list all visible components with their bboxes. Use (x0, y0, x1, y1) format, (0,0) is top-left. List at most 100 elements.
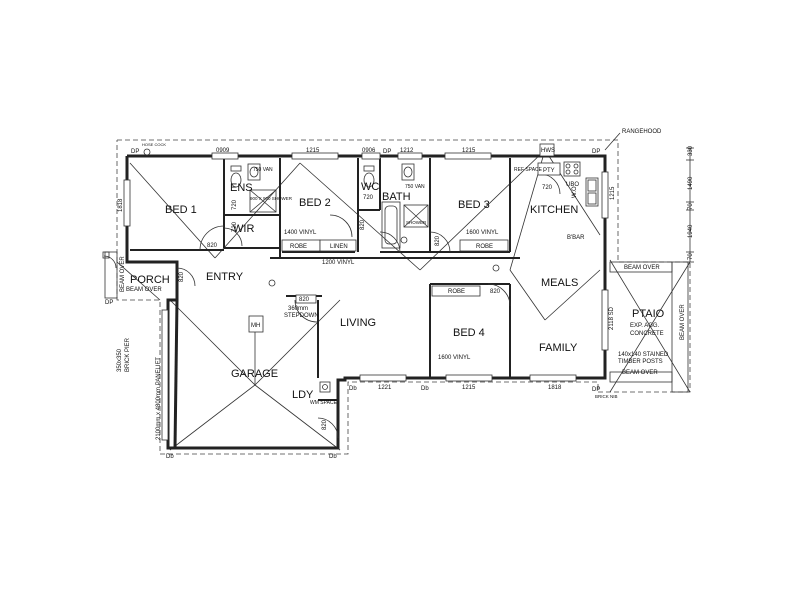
ptaio-beam-bottom (609, 371, 673, 383)
dim-330: 330 (688, 145, 694, 156)
robe-bed3-box (459, 239, 509, 252)
smoke-detector-icon (268, 236, 500, 287)
dim-1221: 1221 (378, 385, 392, 391)
beam-over-porch-1: BEAM OVER (120, 256, 126, 292)
room-label-garage: GARAGE (231, 368, 278, 380)
dim-1215-bottom: 1215 (462, 385, 476, 391)
van-bath-label: 750 VAN (405, 184, 425, 190)
stepdown-label-1: 360mm (288, 306, 308, 312)
windows (123, 152, 609, 441)
manhole-box (248, 315, 264, 333)
room-label-entry: ENTRY (206, 271, 244, 283)
downpipe-top-right: DP (592, 149, 600, 155)
wm-space-label: WM SPACE (310, 400, 338, 406)
dim-1940: 1940 (688, 224, 694, 238)
garage-inner-wall (173, 299, 179, 449)
pty-box (537, 162, 561, 176)
room-label-bed3: BED 3 (458, 199, 490, 211)
dim-1215-a: 1215 (306, 148, 320, 154)
external-walls (125, 154, 607, 450)
ptaio-posts-1: 140x140 STAINED (618, 352, 669, 358)
brick-pier (102, 251, 110, 259)
laundry-trough-icon (319, 381, 331, 393)
beam-over-porch-2: BEAM OVER (126, 287, 162, 293)
dim-0909: 0909 (216, 148, 230, 154)
dim-1818: 1818 (118, 198, 124, 212)
room-label-porch: PORCH (130, 274, 170, 286)
internal-walls (130, 158, 600, 401)
room-label-kitchen: KITCHEN (530, 204, 578, 216)
pty-label: PTY (543, 168, 555, 174)
vinyl-hall-label: 1200 VINYL (322, 260, 355, 266)
shower-ens-icon (249, 189, 277, 213)
vinyl-bed3-label: 1600 VINYL (466, 230, 499, 236)
basin-bath-icon (401, 163, 415, 181)
vinyl-bed2-label: 1400 VINYL (284, 230, 317, 236)
vinyl-bed4-label: 1600 VINYL (438, 355, 471, 361)
room-label-family: FAMILY (539, 342, 578, 354)
mh-label: MH (251, 323, 260, 329)
ptaio-beam (671, 261, 689, 393)
wo-label: W.O (572, 186, 578, 198)
downpipe-bottom-right: DP (592, 387, 600, 393)
shower-ens-label: 900 X 900 SHOWER (250, 196, 293, 201)
shower-bath-label: SHOWER (406, 220, 427, 225)
brick-pier-label-2: BRICK PIER (125, 337, 131, 372)
room-label-bed1: BED 1 (165, 204, 197, 216)
dim-70-b: 70 (688, 253, 694, 260)
dim-720-ens: 720 (232, 199, 238, 210)
downpipe-porch: DP (105, 300, 113, 306)
downpipe-bath: DP (383, 149, 391, 155)
room-label-wc: WC (361, 181, 379, 193)
porch-beam (104, 251, 118, 299)
dimension-bar-right (686, 147, 694, 263)
toilet-ens-icon (230, 165, 242, 188)
beam-over-ptaio-bottom: BEAM OVER (622, 370, 658, 376)
downpipe-top-left: DP (131, 149, 139, 155)
brick-pier-label-1: 350x350 (117, 348, 123, 372)
room-label-ens: ENS (230, 182, 253, 194)
kitchen-sink-icon (585, 177, 599, 207)
dim-820-stepdown: 820 (299, 297, 310, 303)
toilet-wc-icon (363, 165, 375, 188)
room-label-ptaio: PTAIO (632, 308, 665, 320)
dim-820-bed1: 820 (207, 243, 218, 249)
ptaio-beam-top (609, 261, 673, 273)
linen-box (319, 239, 357, 252)
rangehood-label: RANGEHOOD (622, 129, 662, 135)
linen-label: LINEN (330, 244, 348, 250)
dim-720-wir: 720 (232, 221, 238, 232)
dim-820-bed4: 820 (490, 289, 501, 295)
room-label-ldy: LDY (292, 389, 314, 401)
dim-820-ldy: 820 (322, 419, 328, 430)
bathtub-icon (381, 201, 401, 249)
room-label-bath: BATH (382, 191, 411, 203)
stepdown-box (295, 294, 317, 304)
robe-bed4-label: ROBE (448, 289, 465, 295)
dim-820-porch: 820 (179, 271, 185, 282)
dim-820-bed2: 820 (360, 219, 366, 230)
downpipe-ldy-bottom: Db (329, 454, 337, 460)
room-label-wir: WIR (233, 223, 254, 235)
stepdown-label-2: STEPDOWN (284, 313, 319, 319)
beam-over-ptaio-side: BEAM OVER (680, 304, 686, 340)
hws-label: HWS (541, 148, 555, 154)
rangehood-leader (604, 132, 621, 151)
dim-820-bath: 820 (435, 235, 441, 246)
dim-2118-sd: 2118 SD (609, 306, 615, 330)
dim-720-kit: 720 (542, 185, 553, 191)
dim-1215-b: 1215 (462, 148, 476, 154)
bbar-label: B'BAR (567, 235, 585, 241)
basin-ens-icon (247, 163, 261, 181)
dim-1818-bottom: 1818 (548, 385, 562, 391)
downpipe-ldy: Db (349, 386, 357, 392)
ptaio-concrete-2: CONCRETE (630, 331, 664, 337)
room-label-bed2: BED 2 (299, 197, 331, 209)
room-label-bed4: BED 4 (453, 327, 485, 339)
beam-over-ptaio-top: BEAM OVER (624, 265, 660, 271)
ref-space-label: REF SPACE (514, 167, 543, 173)
room-label-meals: MEALS (541, 277, 578, 289)
dim-720-wc: 720 (363, 195, 374, 201)
van-ens-label: 750 VAN (253, 167, 273, 173)
